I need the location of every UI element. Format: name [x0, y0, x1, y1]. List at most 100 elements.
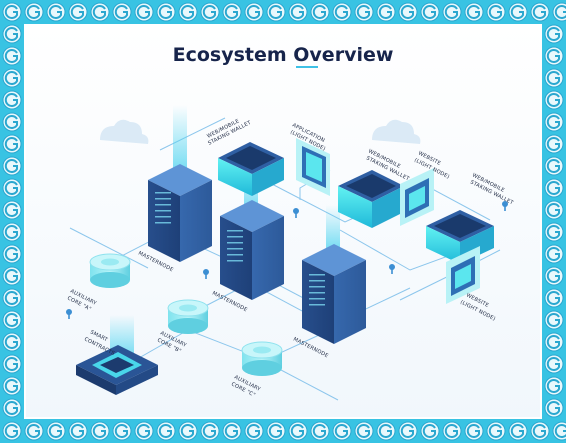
border-tile-glyph	[224, 424, 238, 438]
border-tile-glyph	[466, 424, 480, 438]
border-tile-glyph	[546, 137, 560, 151]
border-tile-glyph	[554, 5, 566, 19]
border-tile-glyph	[334, 5, 348, 19]
auxiliary-core-b: AUXILIARY CORE "B"	[156, 299, 209, 355]
border-tile-glyph	[546, 203, 560, 217]
border-tile-glyph	[532, 424, 546, 438]
border-tile-glyph	[554, 424, 566, 438]
border-tile-glyph	[268, 424, 282, 438]
border-tile-glyph	[268, 5, 282, 19]
border-tile-glyph	[546, 379, 560, 393]
border-tile-glyph	[546, 335, 560, 349]
border-tile-glyph	[4, 291, 18, 305]
border-tile-glyph	[4, 225, 18, 239]
border-tile-glyph	[4, 27, 18, 41]
border-tile-glyph	[4, 247, 18, 261]
border-tile-glyph	[400, 5, 414, 19]
border-tile-glyph	[4, 5, 18, 19]
border-tile-glyph	[4, 203, 18, 217]
application-light-node: APPLICATION (LIGHT NODE)	[289, 122, 330, 196]
title-underline	[296, 66, 318, 68]
border-tile-glyph	[546, 181, 560, 195]
border-tile-glyph	[546, 49, 560, 63]
border-tile-glyph	[422, 5, 436, 19]
border-tile-glyph	[4, 181, 18, 195]
border-tile-glyph	[202, 5, 216, 19]
border-tile-glyph	[4, 424, 18, 438]
border-tile-glyph	[290, 424, 304, 438]
border-tile-glyph	[312, 424, 326, 438]
border-tile-glyph	[422, 424, 436, 438]
border-tile-glyph	[48, 5, 62, 19]
smart-contracts-platform: SMART CONTRACTS	[76, 329, 158, 395]
border-tile-glyph	[510, 424, 524, 438]
border-tile-glyph	[180, 424, 194, 438]
border-tile-glyph	[488, 5, 502, 19]
border-tile-glyph	[444, 424, 458, 438]
border-tile-glyph	[4, 357, 18, 371]
border-tile-glyph	[546, 225, 560, 239]
border-tile-glyph	[4, 49, 18, 63]
border-tile-glyph	[546, 93, 560, 107]
auxiliary-core-c: AUXILIARY CORE "C"	[230, 341, 283, 399]
border-tile-glyph	[290, 5, 304, 19]
border-tile-glyph	[378, 5, 392, 19]
border-tile-glyph	[4, 159, 18, 173]
border-tile-glyph	[114, 5, 128, 19]
border-tile-glyph	[510, 5, 524, 19]
border-tile-glyph	[546, 401, 560, 415]
website-light-node-1: WEBSITE (LIGHT NODE)	[400, 150, 450, 226]
cloud-icon	[100, 119, 149, 144]
border-tile-glyph	[4, 93, 18, 107]
border-tile-glyph	[546, 291, 560, 305]
border-tile-glyph	[312, 5, 326, 19]
border-tile-glyph	[26, 424, 40, 438]
border-tile-glyph	[246, 5, 260, 19]
cloud-icon	[372, 119, 421, 144]
border-tile-glyph	[546, 115, 560, 129]
border-tile-glyph	[378, 424, 392, 438]
border-tile	[552, 421, 566, 441]
border-tile-glyph	[334, 424, 348, 438]
border-tile-glyph	[202, 424, 216, 438]
staking-wallet-3: WEB/MOBILE STAKING WALLET	[426, 172, 515, 264]
border-tile-glyph	[356, 424, 370, 438]
border-tile-glyph	[4, 137, 18, 151]
border-tile-glyph	[546, 159, 560, 173]
border-tile-glyph	[158, 424, 172, 438]
border-tile-glyph	[4, 71, 18, 85]
border-tile-glyph	[466, 5, 480, 19]
border-tile-glyph	[136, 424, 150, 438]
border-tile-glyph	[532, 5, 546, 19]
border-tile-glyph	[356, 5, 370, 19]
border-tile-glyph	[546, 247, 560, 261]
border-tile-glyph	[158, 5, 172, 19]
border-tile-glyph	[246, 424, 260, 438]
masternode-server-2: MASTERNODE	[211, 200, 284, 313]
border-tile-glyph	[4, 401, 18, 415]
border-tile-glyph	[4, 313, 18, 327]
border-tile-glyph	[4, 269, 18, 283]
border-tile-glyph	[26, 5, 40, 19]
border-tile-glyph	[114, 424, 128, 438]
border-tile-glyph	[546, 357, 560, 371]
masternode-server-3: MASTERNODE	[292, 244, 366, 359]
border-tile-glyph	[444, 5, 458, 19]
page-title: Ecosystem Overview	[173, 44, 394, 66]
border-tile-glyph	[92, 5, 106, 19]
staking-wallet-2: WEB/MOBILE STAKING WALLET	[338, 148, 411, 228]
border-tile-glyph	[4, 115, 18, 129]
border-tile-glyph	[224, 5, 238, 19]
border-tile-glyph	[488, 424, 502, 438]
border-tile-glyph	[546, 269, 560, 283]
border-tile-glyph	[4, 335, 18, 349]
border-tile-glyph	[400, 424, 414, 438]
border-tile-glyph	[70, 5, 84, 19]
border-tile-glyph	[546, 71, 560, 85]
border-tile-glyph	[4, 379, 18, 393]
border-tile-glyph	[136, 5, 150, 19]
border-tile-glyph	[180, 5, 194, 19]
border-tile-glyph	[48, 424, 62, 438]
